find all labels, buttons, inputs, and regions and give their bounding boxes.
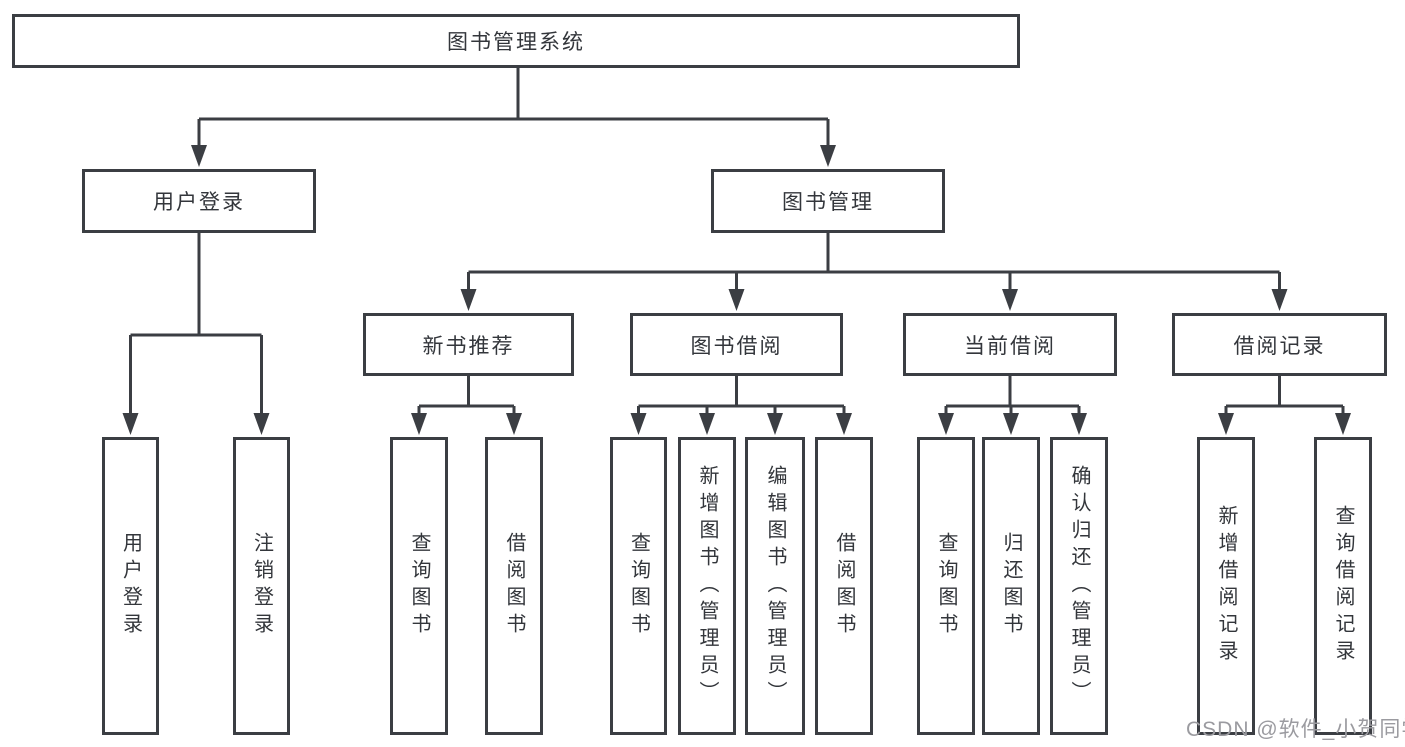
leaf-add-book-admin: 新增图书（管理员） [678,437,736,735]
leaf-user-login: 用户登录 [102,437,159,735]
arrow-icon [699,413,715,435]
csdn-watermark: CSDN @软件_小贺同学 [1186,718,1405,741]
arrow-icon [630,413,647,435]
leaf-edit-book-admin: 编辑图书（管理员） [745,437,805,735]
arrow-icon [460,289,477,311]
leaf-query-books-current: 查询图书 [917,437,975,735]
node-user-login-branch: 用户登录 [82,169,316,233]
node-label: 借阅记录 [1233,334,1326,358]
arrow-icon [1002,289,1018,311]
leaf-borrow-books-borrowing: 借阅图书 [815,437,873,735]
node-label: 归还图书 [1000,532,1022,640]
leaf-return-book: 归还图书 [982,437,1040,735]
arrow-icon [938,413,954,435]
node-label: 确认归还（管理员） [1068,464,1090,708]
arrow-icon [411,413,427,435]
node-label: 注销登录 [250,532,273,640]
leaf-borrow-books-recommend: 借阅图书 [485,437,543,735]
leaf-query-books-borrowing: 查询图书 [610,437,667,735]
arrow-icon [1003,413,1019,435]
leaf-query-borrow-record: 查询借阅记录 [1314,437,1372,735]
leaf-logout: 注销登录 [233,437,290,735]
arrow-icon [836,413,852,435]
leaf-confirm-return-admin: 确认归还（管理员） [1050,437,1108,735]
node-label: 图书管理 [782,191,874,214]
node-new-book-recommend: 新书推荐 [363,313,574,376]
arrow-icon [253,413,270,435]
node-label: 借阅图书 [503,532,525,640]
arrow-icon [728,289,745,311]
arrow-icon [1218,413,1234,435]
node-label: 图书借阅 [690,334,783,358]
node-label: 新增借阅记录 [1215,505,1237,667]
node-label: 查询借阅记录 [1332,505,1354,667]
connector-path [129,68,1345,418]
leaf-add-borrow-record: 新增借阅记录 [1197,437,1255,735]
node-label: 用户登录 [119,532,142,640]
node-label: 借阅图书 [833,532,855,640]
node-label: 新增图书（管理员） [696,464,718,708]
node-label: 查询图书 [408,532,430,640]
node-label: 当前借阅 [964,334,1056,358]
arrow-icon [820,145,836,167]
arrow-icon [1071,413,1087,435]
node-borrowing-records: 借阅记录 [1172,313,1387,376]
node-book-borrowing: 图书借阅 [630,313,843,376]
node-library-system: 图书管理系统 [12,14,1020,68]
arrow-icon [191,145,207,167]
node-label: 用户登录 [153,191,245,214]
arrow-icon [1335,413,1351,435]
node-label: 查询图书 [627,532,650,640]
arrow-icon [1271,289,1288,311]
node-label: 新书推荐 [422,334,515,358]
leaf-query-books-recommend: 查询图书 [390,437,448,735]
node-label: 查询图书 [935,532,957,640]
node-current-borrowing: 当前借阅 [903,313,1117,376]
arrow-icon [122,413,139,435]
arrowheads [122,145,1351,435]
node-label: 图书管理系统 [447,31,585,54]
node-book-management-branch: 图书管理 [711,169,945,233]
node-label: 编辑图书（管理员） [764,464,786,708]
arrow-icon [506,413,522,435]
arrow-icon [767,413,783,435]
